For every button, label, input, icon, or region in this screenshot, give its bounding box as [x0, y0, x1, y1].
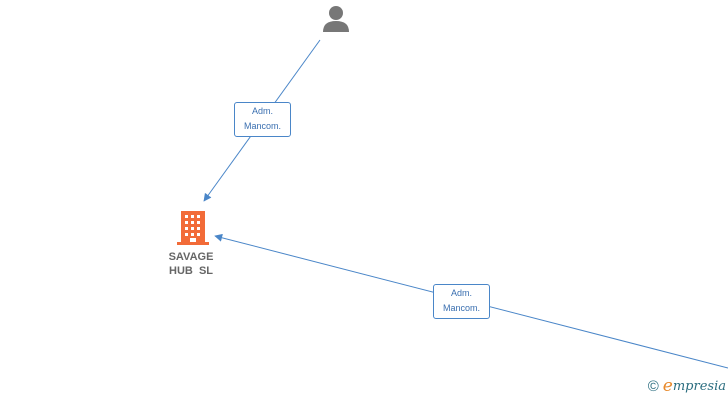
edge-label-line1: Adm.	[450, 288, 472, 298]
edge-label-line2: Mancom.	[442, 303, 480, 313]
edge-label-line1: Adm.	[251, 106, 273, 116]
brand-name: mpresia	[672, 378, 726, 394]
brand-initial: e	[662, 376, 673, 396]
person-icon[interactable]	[323, 6, 349, 32]
company-name-line1: SAVAGE	[168, 251, 214, 263]
edge-label-second-role[interactable]: Adm. Mancom.	[433, 284, 490, 319]
company-name[interactable]: SAVAGE HUB SL	[151, 250, 231, 278]
building-icon[interactable]	[177, 211, 209, 245]
company-name-line2: HUB SL	[169, 265, 213, 277]
empresia-watermark: © e mpresia	[648, 376, 726, 396]
edge-label-person-role[interactable]: Adm. Mancom.	[234, 102, 291, 137]
copyright-icon: ©	[647, 377, 659, 395]
edge-label-line2: Mancom.	[243, 121, 281, 131]
